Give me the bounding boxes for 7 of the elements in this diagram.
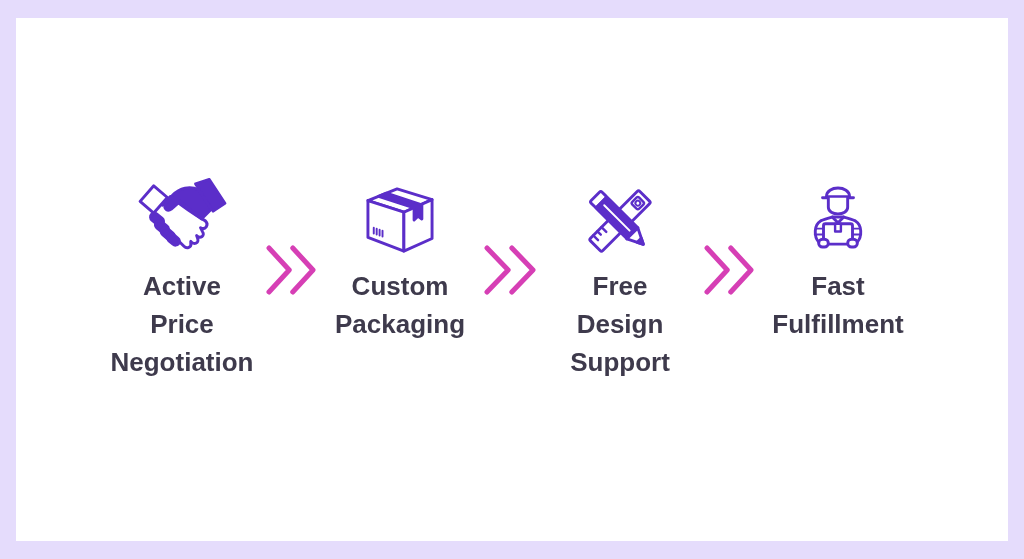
double-chevron-arrow: [704, 245, 754, 295]
step-label: Custom Packaging: [333, 270, 467, 341]
step-label: Fast Fulfillment: [771, 270, 905, 341]
step-label: Active Price Negotiation: [109, 270, 255, 379]
double-chevron-arrow: [266, 245, 316, 295]
double-chevron-arrow: [484, 245, 536, 295]
step-label: Free Design Support: [569, 270, 671, 379]
